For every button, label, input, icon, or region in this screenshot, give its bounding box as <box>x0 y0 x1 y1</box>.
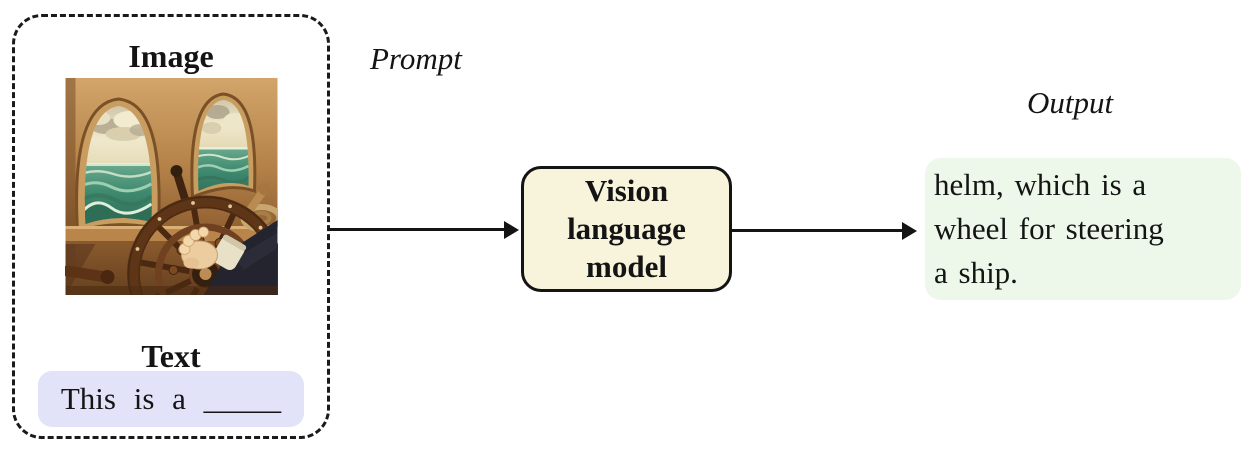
arrow-model-to-output <box>731 222 917 240</box>
model-box-line: model <box>586 249 667 284</box>
arrowhead-icon <box>902 222 917 240</box>
arrow-shaft <box>731 229 904 232</box>
output-text-box: helm, which is a wheel for steering a sh… <box>925 158 1241 300</box>
prompt-label: Prompt <box>370 41 462 76</box>
output-text-line: helm, which is a <box>934 167 1147 202</box>
model-box-line: language <box>567 211 686 246</box>
arrowhead-icon <box>504 221 519 239</box>
output-text-line: a ship. <box>934 255 1018 290</box>
ship-helm-illustration <box>65 78 278 295</box>
output-text-line: wheel for steering <box>934 211 1164 246</box>
vision-language-model-box: Vision language model <box>521 166 732 292</box>
model-box-line: Vision <box>584 173 669 208</box>
arrow-shaft <box>330 228 506 231</box>
arrow-input-to-model <box>330 221 519 239</box>
output-label: Output <box>1027 85 1114 120</box>
image-section-label: Image <box>128 38 214 74</box>
ship-helm-photo <box>65 78 278 295</box>
input-panel: Image <box>12 14 330 439</box>
text-prompt-chip: This is a _____ <box>38 371 304 427</box>
text-section-label: Text <box>141 338 201 374</box>
